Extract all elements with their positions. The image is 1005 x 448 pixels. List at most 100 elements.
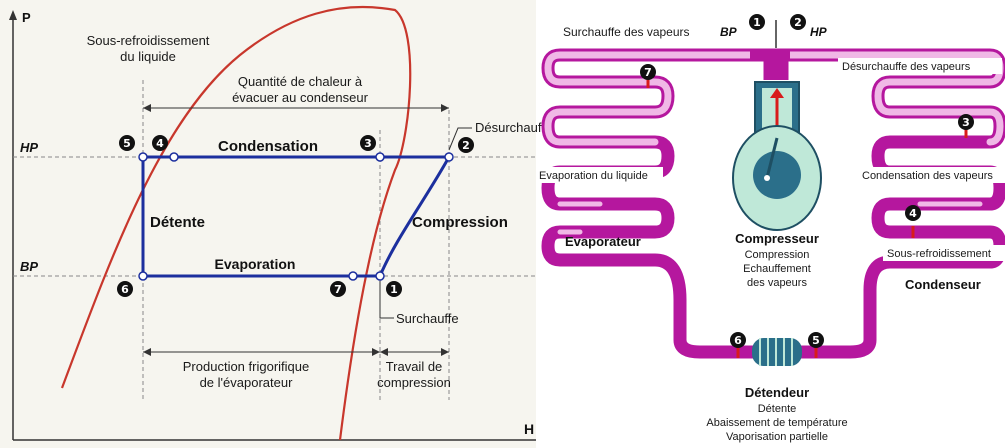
circuit-badges: 1 2 7 3 4 6 5 bbox=[640, 14, 974, 348]
compressor bbox=[732, 81, 822, 231]
production-line2: de l'évaporateur bbox=[200, 375, 293, 390]
cbadge-5 bbox=[808, 332, 824, 348]
cbadge-5-text: 5 bbox=[812, 334, 820, 347]
badge-4 bbox=[152, 135, 168, 151]
condenseur-label: Condenseur bbox=[905, 277, 981, 292]
hp-circuit-label: HP bbox=[810, 25, 828, 39]
desurchauffe-label: Désurchauffe bbox=[475, 120, 552, 135]
sous-refroid-circuit-label: Sous-refroidissement bbox=[887, 248, 991, 260]
p-axis-label: P bbox=[22, 10, 31, 25]
compression-label: Compression bbox=[412, 214, 508, 231]
compresseur-desc-2: Echauffement bbox=[743, 263, 811, 275]
compresseur-label: Compresseur bbox=[735, 231, 819, 246]
production-line1: Production frigorifique bbox=[183, 359, 309, 374]
evaporation-liquide-bg bbox=[537, 167, 663, 183]
sous-refroid-bg bbox=[883, 245, 1005, 261]
detente-label: Détente bbox=[150, 214, 205, 231]
production-arrow-right bbox=[372, 348, 380, 356]
quantite-arrow-left bbox=[143, 104, 151, 112]
saturation-curve bbox=[60, 5, 412, 441]
evaporation-label: Evaporation bbox=[215, 256, 296, 272]
badge-2 bbox=[458, 137, 474, 153]
evaporateur-label: Evaporateur bbox=[565, 234, 641, 249]
badge-6-text: 6 bbox=[121, 283, 129, 296]
discharge-pipe bbox=[775, 48, 790, 80]
badge-5 bbox=[119, 135, 135, 151]
cbadge-2-text: 2 bbox=[794, 16, 802, 29]
ph-badges: 5 4 3 2 6 7 1 bbox=[117, 135, 474, 297]
desurchauffe-vapeurs-label: Désurchauffe des vapeurs bbox=[842, 61, 971, 73]
ph-background bbox=[0, 0, 536, 448]
cbadge-3-text: 3 bbox=[962, 116, 970, 129]
p-axis-arrow bbox=[9, 10, 17, 20]
travail-line1: Travail de bbox=[386, 359, 443, 374]
travail-line2: compression bbox=[377, 375, 451, 390]
surchauffe-label: Surchauffe bbox=[396, 311, 459, 326]
cbadge-2 bbox=[790, 14, 806, 30]
evaporator-coil bbox=[541, 48, 765, 359]
cbadge-4 bbox=[905, 205, 921, 221]
cycle-points bbox=[138, 152, 454, 281]
desurchauffe-pointer bbox=[448, 127, 472, 151]
cbadge-7-text: 7 bbox=[644, 66, 652, 79]
point-1 bbox=[375, 271, 385, 281]
surchauffe-vapeurs-label: Surchauffe des vapeurs bbox=[563, 25, 690, 39]
cbadge-1-text: 1 bbox=[753, 16, 761, 29]
compresseur-desc-3: des vapeurs bbox=[747, 277, 807, 289]
condensation-label: Condensation bbox=[218, 138, 318, 155]
suction-pipe bbox=[750, 48, 777, 80]
badge-1-text: 1 bbox=[390, 283, 398, 296]
badge-2-text: 2 bbox=[462, 139, 470, 152]
point-4 bbox=[169, 152, 179, 162]
detendeur-desc-1: Détente bbox=[758, 403, 797, 415]
badge-1 bbox=[386, 281, 402, 297]
cbadge-3 bbox=[958, 114, 974, 130]
cycle bbox=[141, 155, 451, 278]
point-7 bbox=[348, 271, 358, 281]
cbadge-4-text: 4 bbox=[909, 207, 917, 220]
hp-label: HP bbox=[20, 140, 38, 155]
badge-7-text: 7 bbox=[334, 283, 342, 296]
sous-refroid-line1: Sous-refroidissement bbox=[87, 33, 210, 48]
point-2 bbox=[444, 152, 454, 162]
evaporation-liquide-label: Evaporation du liquide bbox=[539, 170, 648, 182]
surchauffe-pointer bbox=[379, 281, 394, 319]
badge-3 bbox=[360, 135, 376, 151]
ph-diagram: P H HP BP bbox=[0, 0, 552, 448]
cbadge-6-text: 6 bbox=[734, 334, 742, 347]
point-3 bbox=[375, 152, 385, 162]
badge-5-text: 5 bbox=[123, 137, 131, 150]
connecting-rod bbox=[765, 137, 779, 179]
production-arrow-left bbox=[143, 348, 151, 356]
condenser-coil bbox=[783, 48, 1005, 359]
quantite-line1: Quantité de chaleur à bbox=[238, 74, 363, 89]
circuit-markers bbox=[646, 78, 968, 358]
condensation-vapeurs-bg bbox=[860, 167, 1005, 183]
cbadge-6 bbox=[730, 332, 746, 348]
detendeur-coil bbox=[752, 338, 802, 366]
detendeur-desc-2: Abaissement de température bbox=[706, 417, 847, 429]
compression-curve bbox=[378, 156, 451, 277]
cbadge-7 bbox=[640, 64, 656, 80]
bp-label: BP bbox=[20, 259, 38, 274]
h-axis-label: H bbox=[524, 421, 534, 437]
desurchauffe-vapeurs-bg bbox=[838, 58, 1002, 74]
quantite-line2: évacuer au condenseur bbox=[232, 90, 369, 105]
badge-3-text: 3 bbox=[364, 137, 372, 150]
cbadge-1 bbox=[749, 14, 765, 30]
point-6 bbox=[138, 271, 148, 281]
quantite-arrow-right bbox=[441, 104, 449, 112]
sous-refroid-line2: du liquide bbox=[120, 49, 176, 64]
badge-4-text: 4 bbox=[156, 137, 164, 150]
bp-circuit-label: BP bbox=[720, 25, 738, 39]
condensation-vapeurs-label: Condensation des vapeurs bbox=[862, 170, 993, 182]
travail-arrow-right bbox=[441, 348, 449, 356]
detendeur-label: Détendeur bbox=[745, 385, 809, 400]
point-5 bbox=[138, 152, 148, 162]
detendeur-turns bbox=[759, 338, 793, 366]
evaporator-vapor bbox=[544, 51, 754, 146]
piston-arrow-up bbox=[770, 88, 784, 98]
badge-7 bbox=[330, 281, 346, 297]
badge-6 bbox=[117, 281, 133, 297]
